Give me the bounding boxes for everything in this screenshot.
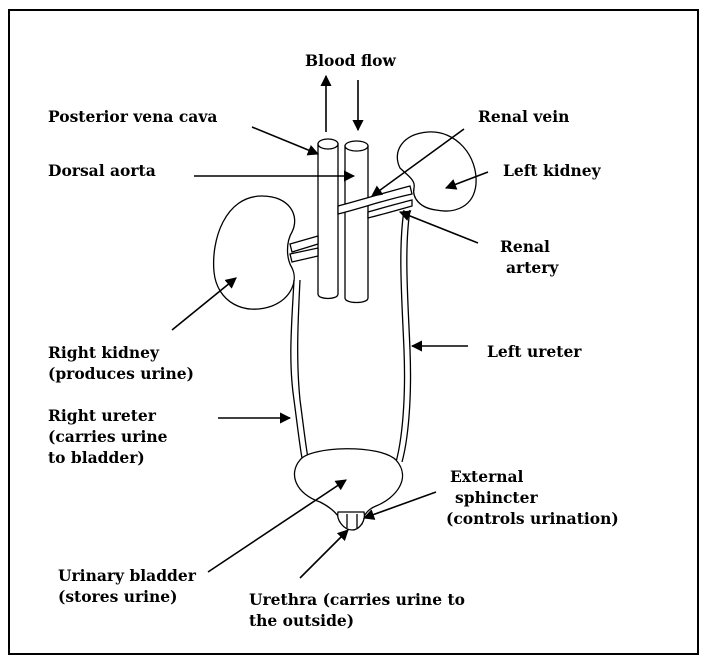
aorta-shape [345, 146, 368, 303]
label-dorsal-aorta: Dorsal aorta [48, 160, 156, 181]
right-ureter-shape [291, 280, 302, 458]
label-right-kidney: Right kidney (produces urine) [48, 342, 194, 384]
right-kidney-shape [214, 196, 295, 309]
label-renal-vein: Renal vein [478, 106, 569, 127]
label-renal-artery: Renal artery [495, 236, 558, 278]
label-external-sphincter: External sphincter (controls urination) [446, 466, 619, 529]
label-urethra: Urethra (carries urine to the outside) [249, 589, 465, 631]
left-ureter-shape [396, 210, 405, 462]
sphincter-shape [338, 512, 365, 530]
label-blood-flow: Blood flow [305, 50, 396, 71]
label-left-ureter: Left ureter [487, 341, 581, 362]
label-posterior-vena-cava: Posterior vena cava [48, 106, 217, 127]
label-left-kidney: Left kidney [503, 160, 601, 181]
vena-cava-shape [318, 144, 338, 299]
organs [214, 132, 477, 530]
label-right-ureter: Right ureter (carries urine to bladder) [48, 405, 167, 468]
left-kidney-shape [397, 132, 476, 211]
label-urinary-bladder: Urinary bladder (stores urine) [58, 565, 196, 607]
